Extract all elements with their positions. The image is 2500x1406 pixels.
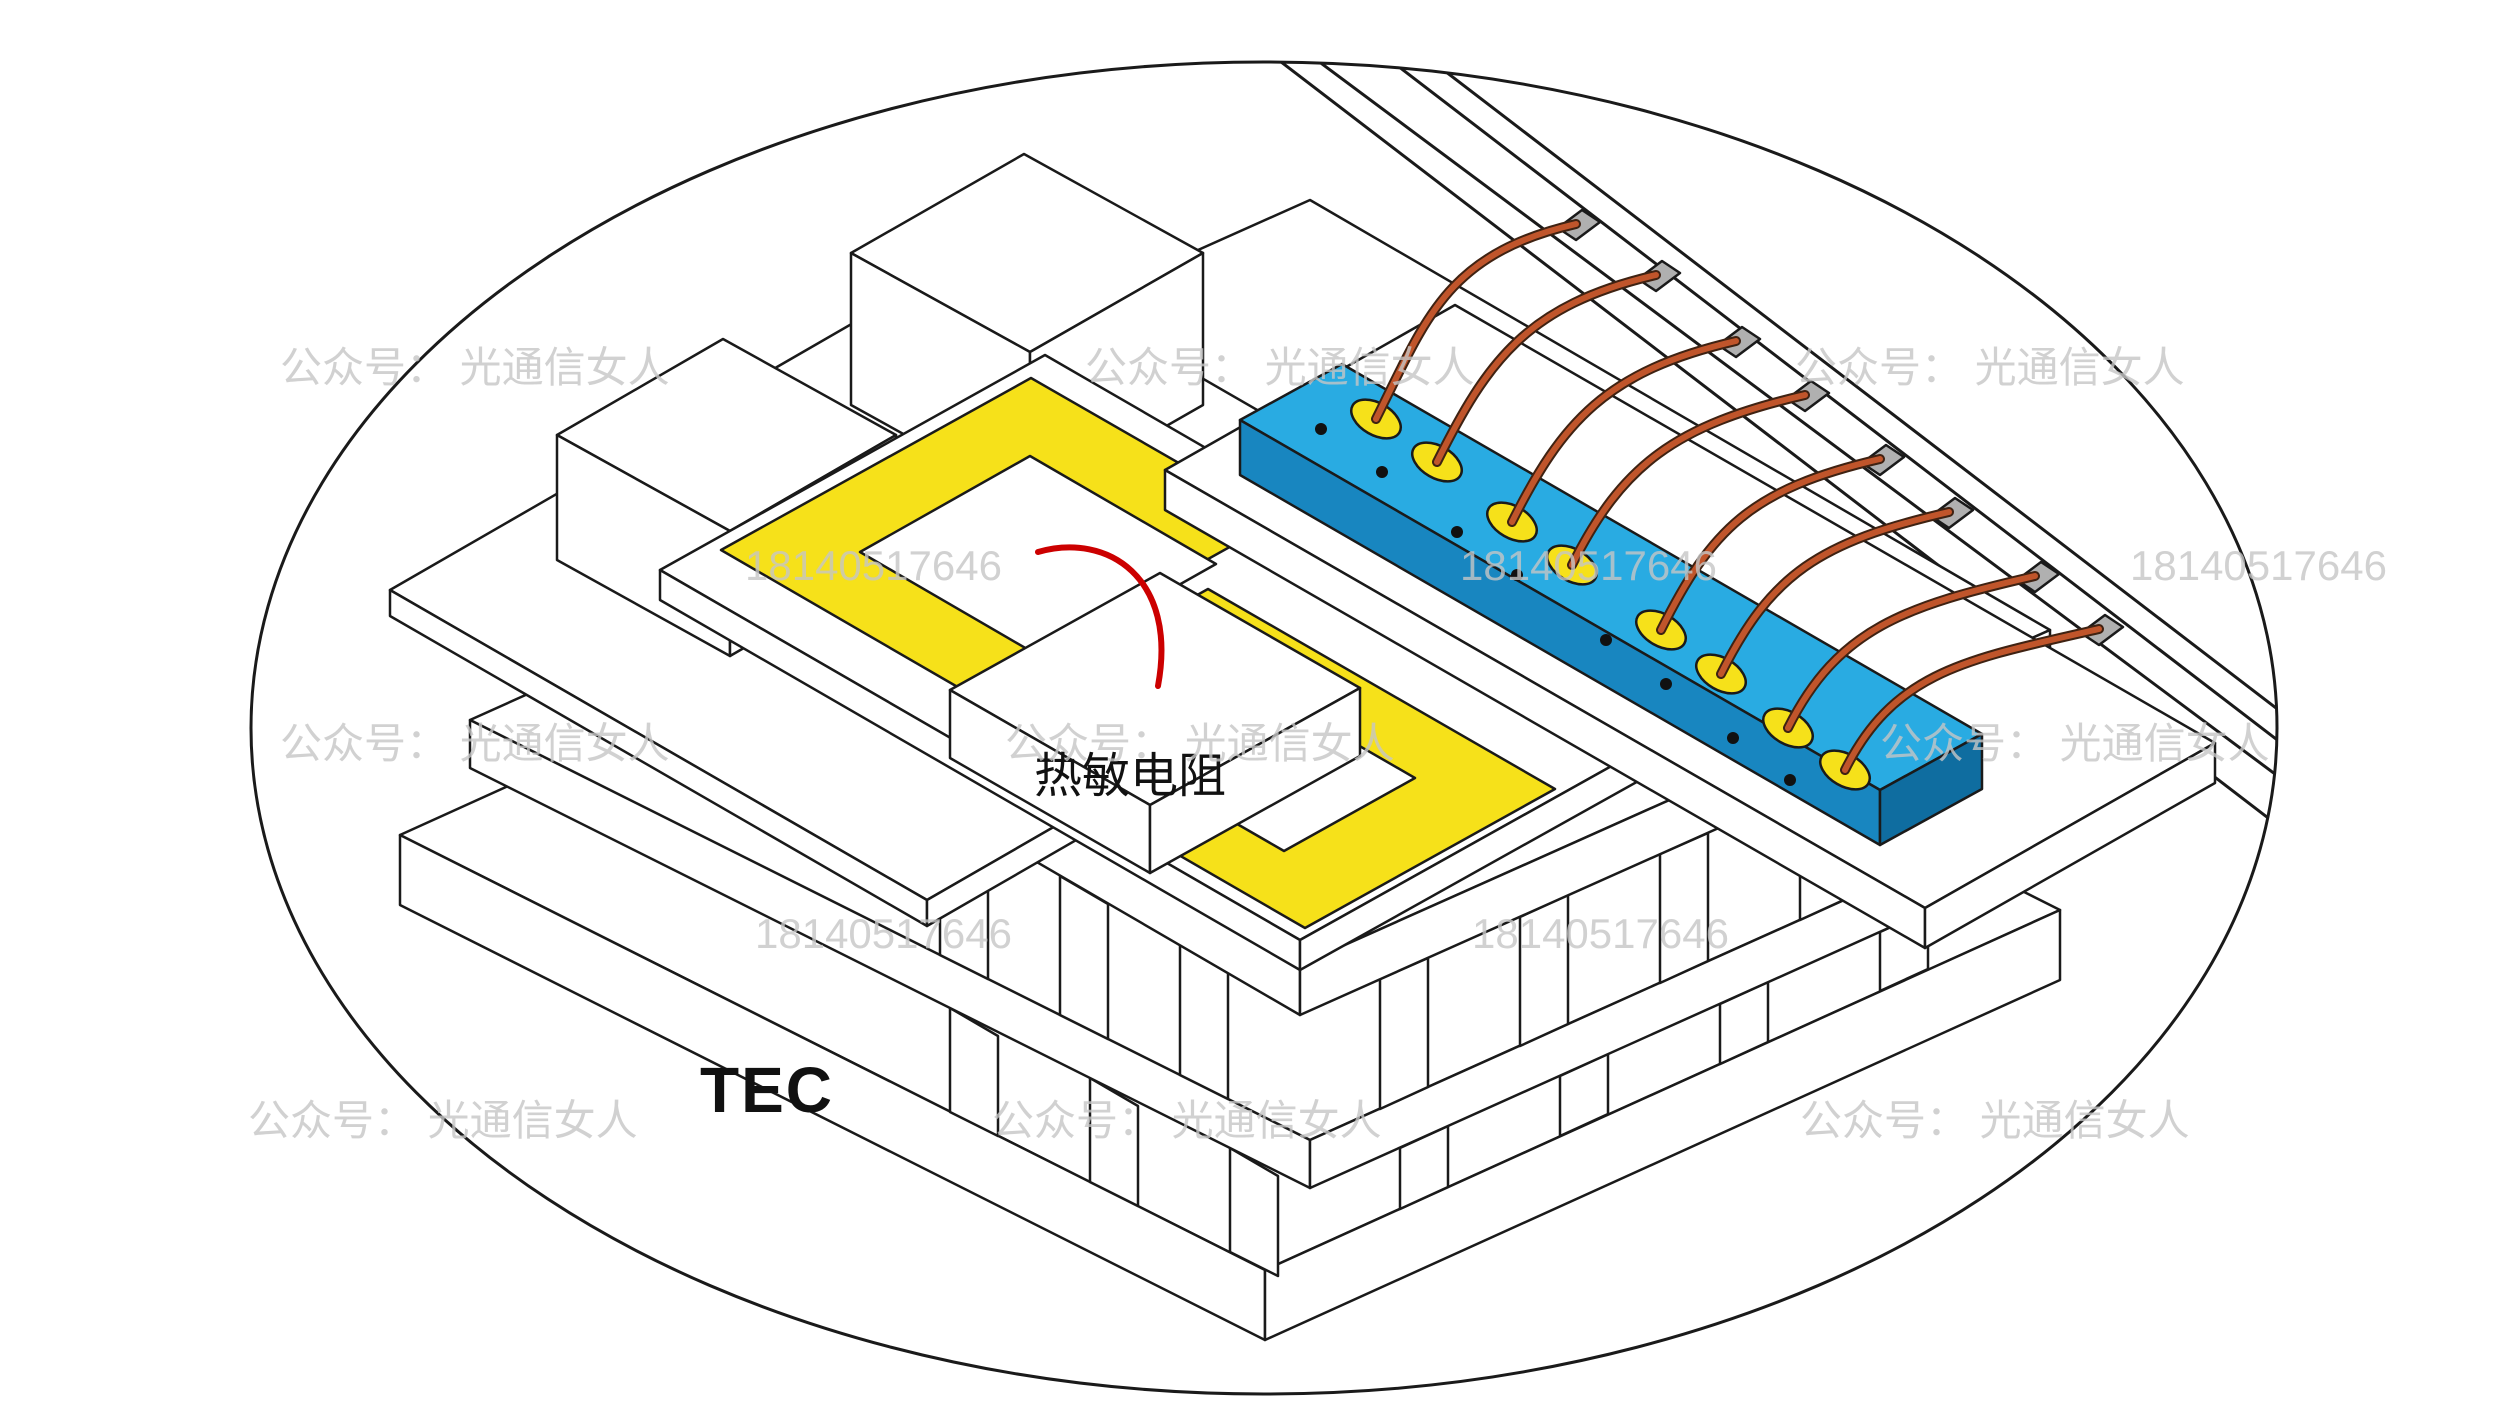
bond-wire: [1434, 272, 1659, 465]
emission-dot: [1600, 634, 1612, 646]
watermark-account: 公众号： 光通信女人: [280, 344, 670, 391]
thermistor-label: 热敏电阻: [1034, 750, 1226, 803]
bond-wire: [1785, 573, 2038, 731]
thermistor-front-right: [1148, 686, 1362, 875]
thermistor-pointer: [1035, 544, 1165, 689]
emission-dot: [1376, 466, 1388, 478]
tec-element: [1088, 1076, 1140, 1208]
watermark-account: 公众号： 光通信女人: [1795, 344, 2185, 391]
watermarks: 公众号： 光通信女人 公众号： 光通信女人 公众号： 光通信女人 1814051…: [248, 344, 2387, 1144]
bond-wire: [1373, 221, 1579, 422]
bond-wire: [1718, 509, 1952, 677]
bond-wires: [1371, 219, 2104, 775]
bond-wire: [1509, 338, 1739, 525]
pedestal-front-right: [1923, 741, 2217, 950]
chip-bar-front-right: [1878, 732, 1984, 847]
emission-dot: [1315, 423, 1327, 435]
thermistor-block: [948, 571, 1362, 875]
emission-dot: [1727, 732, 1739, 744]
watermark-phone: 18140517646: [1460, 542, 1717, 589]
fiber-line: [1419, 62, 2277, 828]
watermark-phone: 18140517646: [745, 542, 1002, 589]
watermark-account: 公众号： 光通信女人: [248, 1097, 638, 1144]
watermark-account: 公众号： 光通信女人: [1005, 720, 1395, 767]
watermark-account: 公众号： 光通信女人: [992, 1097, 1382, 1144]
tec-element: [1228, 1146, 1280, 1278]
watermark-account: 公众号： 光通信女人: [1880, 720, 2270, 767]
emission-dot: [1451, 526, 1463, 538]
tec-bottom-plate-front-right: [1263, 908, 2062, 1342]
watermark-phone: 18140517646: [2130, 542, 2387, 589]
emission-dot: [1660, 678, 1672, 690]
watermark-account: 公众号： 光通信女人: [280, 720, 670, 767]
emission-dot: [1784, 774, 1796, 786]
fiber-line: [1389, 62, 2277, 836]
tec-element: [948, 1006, 1000, 1138]
tec-element: [1378, 956, 1430, 1111]
bond-wire: [1658, 456, 1883, 633]
fiber-line: [1301, 62, 2277, 814]
watermark-account: 公众号： 光通信女人: [1800, 1097, 2190, 1144]
watermark-phone: 18140517646: [755, 910, 1012, 957]
tec-element: [1658, 831, 1710, 985]
watermark-account: 公众号： 光通信女人: [1085, 344, 1475, 391]
watermark-phone: 18140517646: [1472, 910, 1729, 957]
bond-wire: [1569, 392, 1808, 568]
bond-wire: [1842, 626, 2102, 773]
tec-label: TEC: [700, 1054, 834, 1126]
